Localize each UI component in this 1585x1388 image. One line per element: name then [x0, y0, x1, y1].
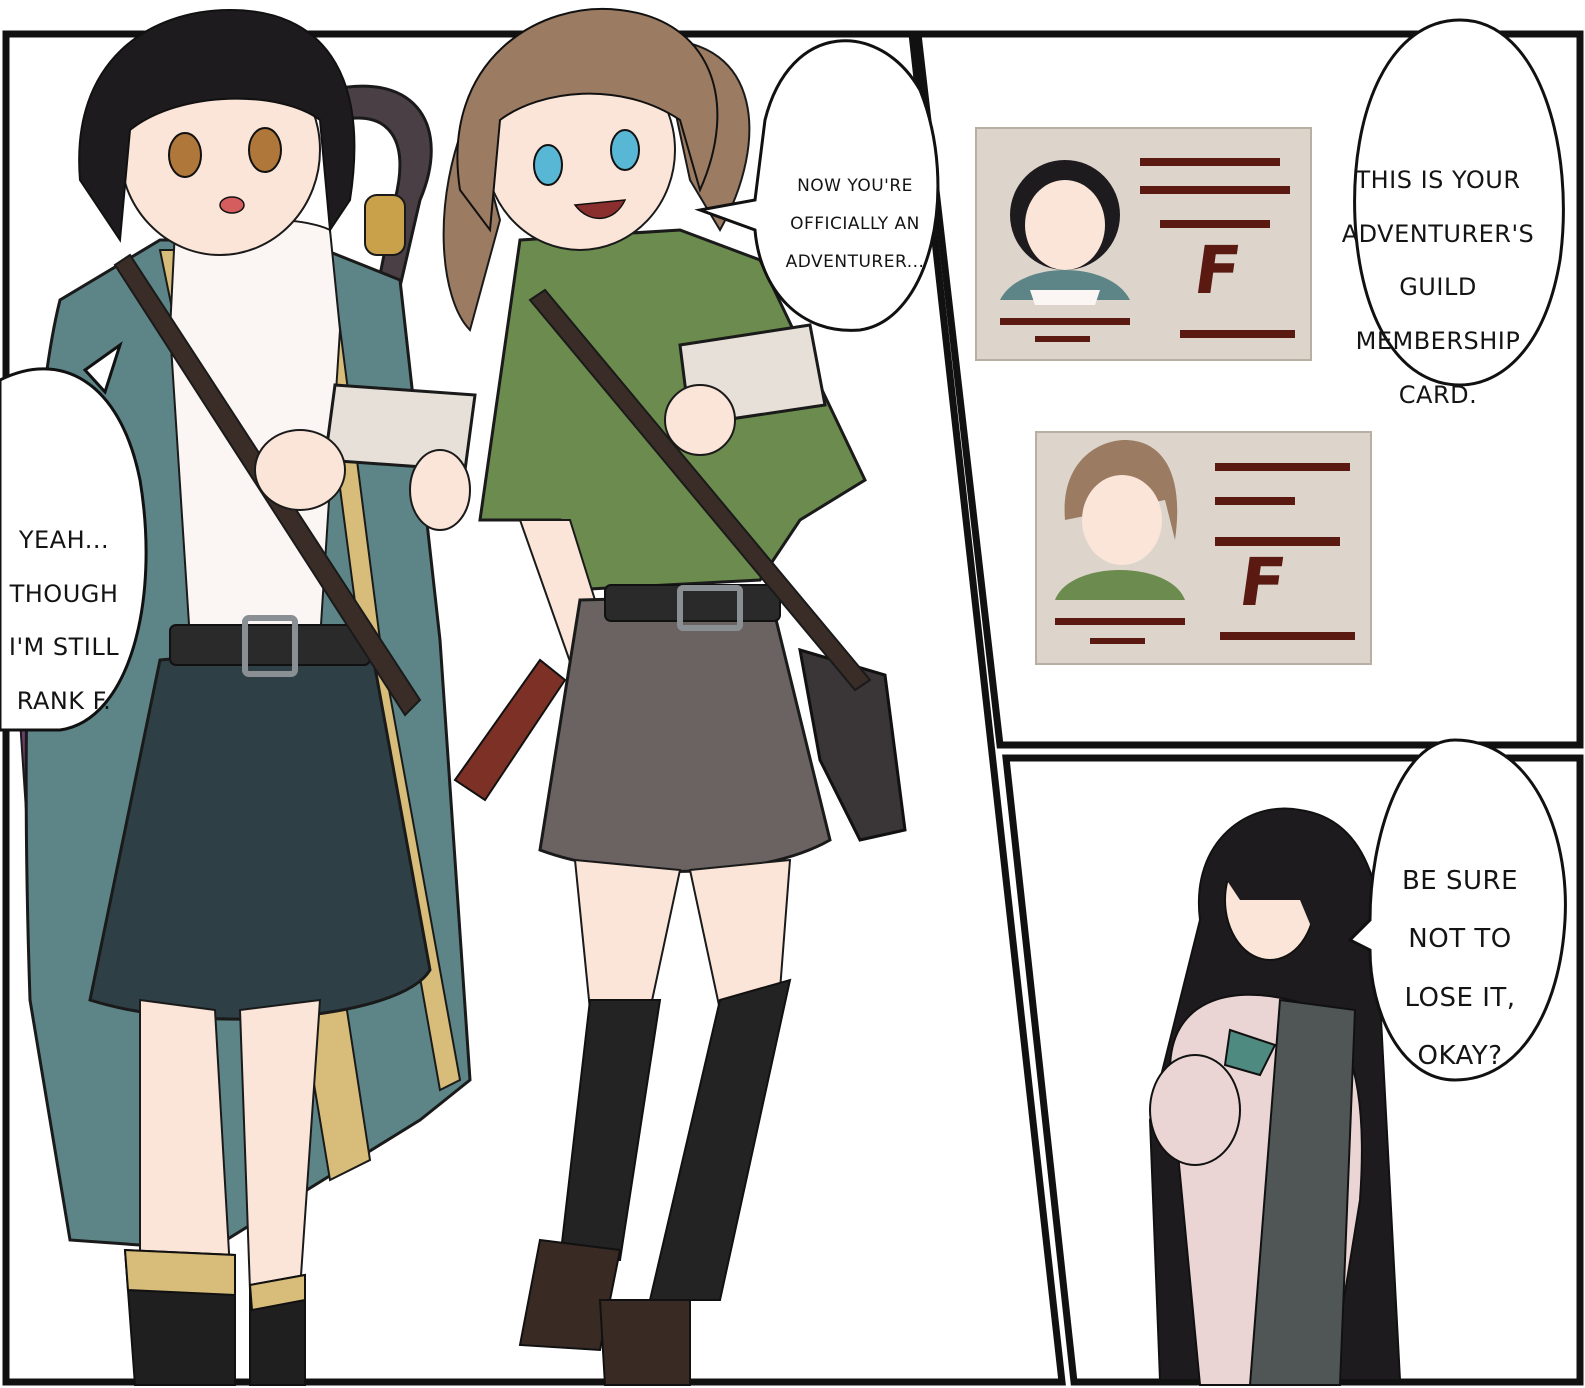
- bubble-be-sure: [1347, 738, 1567, 1082]
- speech-line: RANK F.: [16, 687, 112, 716]
- speech-line: LOSE IT,: [1404, 982, 1516, 1013]
- speech-line: OKAY?: [1417, 1040, 1503, 1071]
- speech-line: GUILD: [1399, 273, 1477, 302]
- membership-card-1: [975, 127, 1312, 361]
- bubble-this: [1353, 18, 1565, 387]
- receptionist: [1148, 807, 1402, 1386]
- speech-be-sure: BE SURE NOT TO LOSE IT, OKAY?: [1385, 838, 1535, 1100]
- speech-line: I'M STILL: [8, 633, 120, 662]
- speech-line: NOT TO: [1408, 924, 1512, 955]
- speech-line: THIS IS YOUR: [1355, 165, 1521, 194]
- bubble-yeah: [0, 341, 148, 732]
- bubble-now: [694, 39, 940, 332]
- card-2-rank: F: [1234, 544, 1291, 621]
- brown-haired-girl: [442, 8, 907, 1386]
- speech-line: OFFICIALLY AN: [790, 214, 920, 235]
- speech-line: MEMBERSHIP: [1355, 327, 1521, 356]
- speech-yeah-rank: YEAH... THOUGH I'M STILL RANK F.: [0, 500, 128, 742]
- speech-line: ADVENTURER...: [785, 252, 925, 273]
- speech-line: YEAH...: [18, 525, 110, 554]
- membership-card-2: [1035, 431, 1372, 665]
- panel-bottom-right: [1002, 754, 1584, 1386]
- speech-line: ADVENTURER'S: [1341, 219, 1535, 248]
- card-1-rank: F: [1189, 232, 1246, 309]
- speech-now-officially: NOW YOU'RE OFFICIALLY AN ADVENTURER...: [770, 158, 940, 291]
- speech-line: BE SURE: [1401, 866, 1519, 897]
- speech-membership-card: THIS IS YOUR ADVENTURER'S GUILD MEMBERSH…: [1338, 140, 1538, 436]
- speech-line: NOW YOU'RE: [797, 176, 913, 197]
- speech-line: THOUGH: [9, 579, 119, 608]
- speech-line: CARD.: [1398, 380, 1478, 409]
- panel-top-right: [914, 30, 1584, 749]
